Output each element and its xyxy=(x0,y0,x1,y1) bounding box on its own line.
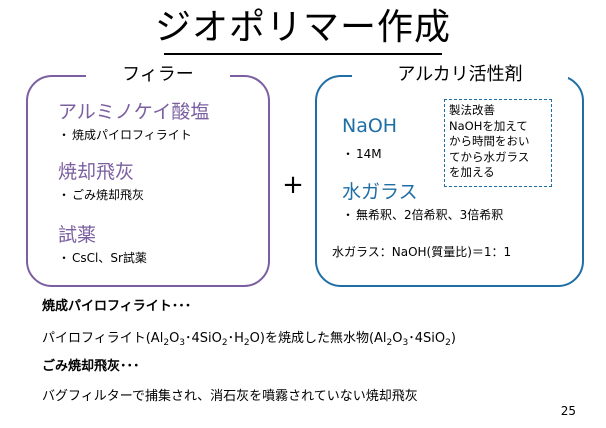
detail-text: 無希釈、2倍希釈、3倍希釈 xyxy=(356,208,504,222)
formula-part: ) xyxy=(450,331,456,346)
filler-panel-label: フィラー xyxy=(86,64,230,86)
formula-part: ･H xyxy=(227,331,244,346)
subscript: 3 xyxy=(402,338,409,348)
title-underline xyxy=(164,53,442,55)
term-calcined-pyrophyllite: 焼成パイロフィライト･･･ xyxy=(42,299,192,314)
note-line: から時間をおい xyxy=(449,134,530,148)
subscript: 2 xyxy=(163,338,170,348)
detail-text: ごみ焼却飛灰 xyxy=(72,188,145,202)
definition-calcined-pyrophyllite: パイロフィライト(Al2O3･4SiO2･H2O)を焼成した無水物(Al2O3･… xyxy=(42,330,456,348)
subscript: 2 xyxy=(445,338,451,348)
naoh-heading: NaOH xyxy=(342,115,398,137)
filler-heading-fly-ash: 焼却飛灰 xyxy=(58,161,135,183)
bullet: ・ xyxy=(342,208,355,222)
subscript: 3 xyxy=(179,338,186,348)
subscript: 2 xyxy=(243,338,250,348)
subscript: 2 xyxy=(386,338,393,348)
page-number: 25 xyxy=(560,404,576,418)
alkali-activator-panel-label: アルカリ活性剤 xyxy=(352,64,568,86)
detail-text: CsCl、Sr試薬 xyxy=(72,251,147,265)
formula-part: O xyxy=(392,331,403,346)
water-glass-heading: 水ガラス xyxy=(342,181,418,203)
bullet: ・ xyxy=(342,147,355,161)
filler-detail-reagent: ・CsCl、Sr試薬 xyxy=(58,250,147,266)
bullet: ・ xyxy=(58,128,71,142)
naoh-detail: ・14M xyxy=(342,146,382,162)
bullet: ・ xyxy=(58,251,71,265)
plus-sign: + xyxy=(282,170,304,200)
note-line: NaOHを加えて xyxy=(449,118,528,133)
note-line: てから水ガラス xyxy=(449,149,530,164)
filler-detail-fly-ash: ・ごみ焼却飛灰 xyxy=(58,187,144,203)
formula-part: O xyxy=(169,331,180,346)
bullet: ・ xyxy=(58,188,71,202)
note-line: 製法改善 xyxy=(449,103,495,117)
filler-detail-aluminosilicate: ・焼成パイロフィライト xyxy=(58,127,192,143)
filler-heading-aluminosilicate: アルミノケイ酸塩 xyxy=(58,101,210,123)
formula-part: パイロフィライト(Al xyxy=(42,331,164,346)
definition-fly-ash: バグフィルターで捕集され、消石灰を噴霧されていない焼却飛灰 xyxy=(42,389,418,404)
detail-text: 14M xyxy=(356,147,382,161)
water-glass-detail: ・無希釈、2倍希釈、3倍希釈 xyxy=(342,207,503,223)
slide-title: ジオポリマー作成 xyxy=(154,7,451,48)
subscript: 2 xyxy=(221,338,228,348)
method-improvement-note: 製法改善 NaOHを加えて から時間をおい てから水ガラス を加える xyxy=(444,99,552,187)
term-fly-ash: ごみ焼却飛灰･･･ xyxy=(42,359,140,374)
note-line: を加える xyxy=(449,165,495,179)
filler-panel xyxy=(26,75,270,287)
formula-part: ･4SiO xyxy=(185,331,222,346)
formula-part: ･4SiO xyxy=(408,331,446,346)
formula-part: O)を焼成した無水物(Al xyxy=(249,331,387,346)
detail-text: 焼成パイロフィライト xyxy=(72,128,192,142)
mass-ratio-text: 水ガラス：NaOH(質量比)＝1：1 xyxy=(332,245,512,259)
filler-heading-reagent: 試薬 xyxy=(58,224,97,246)
